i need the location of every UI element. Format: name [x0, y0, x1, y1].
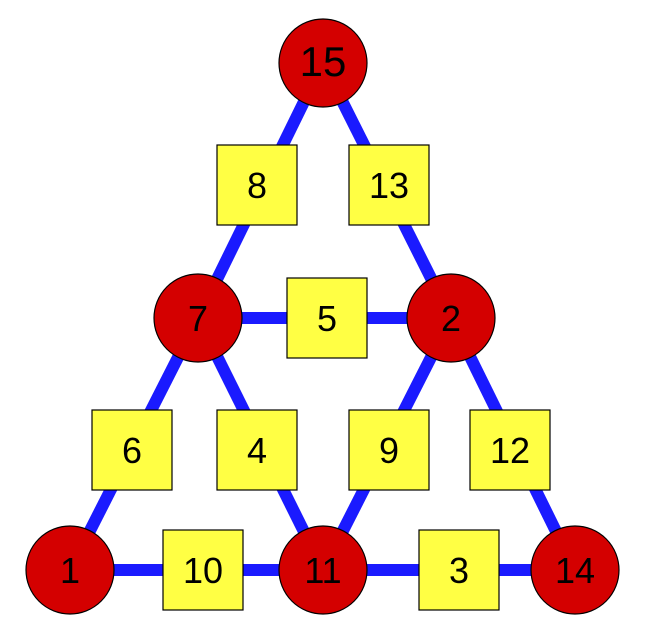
- circle-label: 11: [304, 550, 341, 591]
- square-node-inner-left-edge: 4: [216, 409, 298, 491]
- square-node-bottom-left-edge: 10: [162, 529, 244, 611]
- square-label: 5: [317, 298, 337, 339]
- square-shape: [286, 277, 368, 359]
- square-node-top-left-edge: 8: [216, 144, 298, 226]
- square-node-lower-left-edge: 6: [91, 409, 173, 491]
- square-label: 4: [247, 430, 267, 471]
- circle-node-bottom-left: 1: [25, 525, 115, 615]
- circle-label: 2: [441, 298, 461, 339]
- square-label: 8: [247, 165, 267, 206]
- circle-shape: [278, 18, 368, 108]
- circle-label: 14: [555, 550, 595, 591]
- circle-node-top: 15: [278, 18, 368, 108]
- circle-node-mid-right: 2: [406, 273, 496, 363]
- square-shape: [348, 409, 430, 491]
- circle-shape: [153, 273, 243, 363]
- square-label: 13: [369, 165, 409, 206]
- square-shape: [418, 529, 500, 611]
- circle-label: 7: [188, 298, 208, 339]
- square-shape: [216, 409, 298, 491]
- circle-label: 1: [60, 550, 80, 591]
- square-node-inner-right-edge: 9: [348, 409, 430, 491]
- square-shape: [162, 529, 244, 611]
- square-node-middle-edge: 5: [286, 277, 368, 359]
- square-label: 3: [449, 550, 469, 591]
- square-node-lower-right-edge: 12: [469, 409, 551, 491]
- square-node-top-right-edge: 13: [348, 144, 430, 226]
- circle-shape: [406, 273, 496, 363]
- circle-node-mid-left: 7: [153, 273, 243, 363]
- circle-node-bottom-right: 14: [530, 525, 620, 615]
- square-shape: [348, 144, 430, 226]
- square-label: 10: [183, 550, 223, 591]
- square-node-bottom-right-edge: 3: [418, 529, 500, 611]
- square-label: 9: [379, 430, 399, 471]
- square-shape: [216, 144, 298, 226]
- circle-node-bottom-mid: 11: [278, 525, 368, 615]
- circle-shape: [530, 525, 620, 615]
- square-shape: [469, 409, 551, 491]
- square-shape: [91, 409, 173, 491]
- square-label: 6: [122, 430, 142, 471]
- square-label: 12: [490, 430, 530, 471]
- circle-shape: [25, 525, 115, 615]
- circle-shape: [278, 525, 368, 615]
- circle-label: 15: [300, 38, 347, 85]
